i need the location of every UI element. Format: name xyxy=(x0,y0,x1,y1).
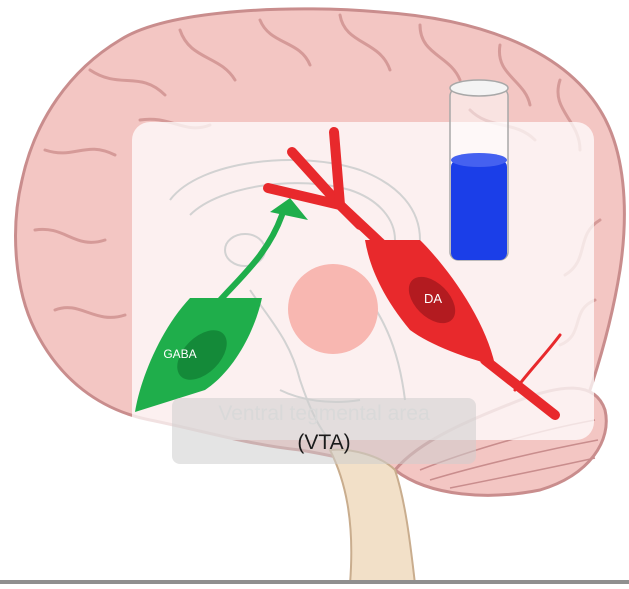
vta-caption-box xyxy=(172,398,476,464)
bottom-border xyxy=(0,580,629,584)
vta-region xyxy=(288,264,378,354)
vial xyxy=(450,80,508,260)
